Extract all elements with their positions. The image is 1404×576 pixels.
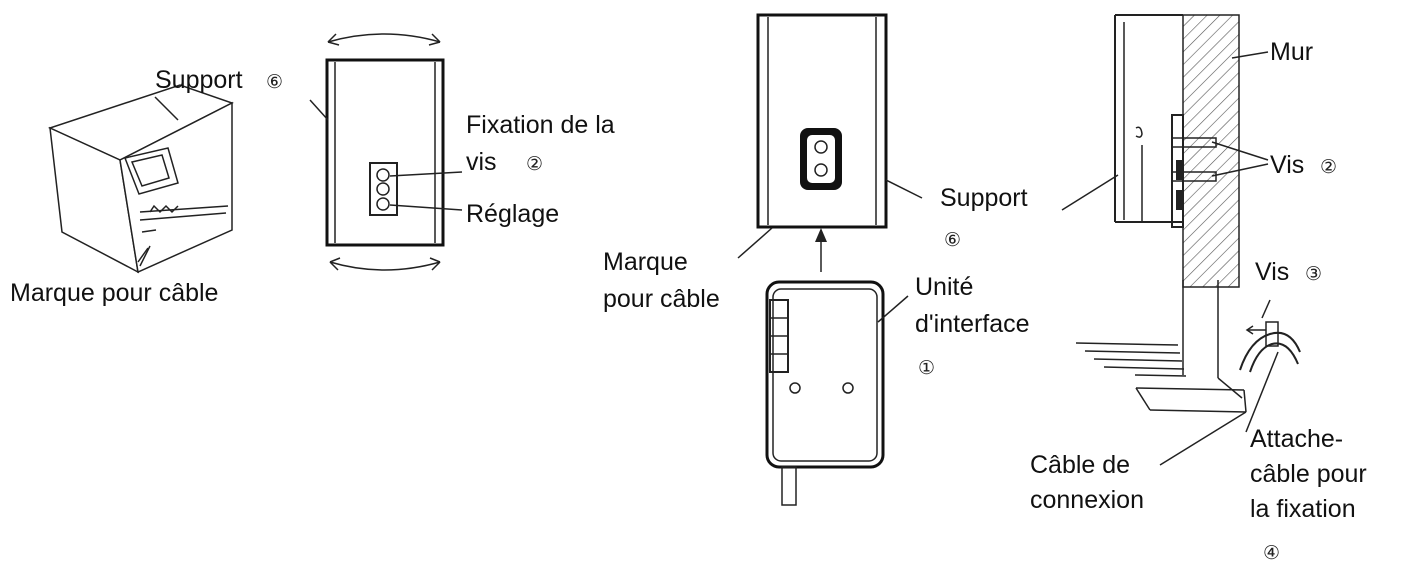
leader-support-fig2 (309, 99, 329, 121)
label-marque-left: Marque pour câble (10, 279, 218, 307)
cable-clamp-drawing (1075, 280, 1301, 413)
bracket-front-drawing (325, 33, 445, 271)
circled-6-center: ⑥ (944, 229, 961, 251)
leader-mur (1231, 51, 1269, 59)
label-fixation-line1: Fixation de la (466, 111, 615, 139)
bracket-perspective-drawing (47, 84, 234, 274)
circled-6-top: ⑥ (266, 71, 283, 93)
circled-2-fig2: ② (526, 153, 543, 175)
label-vis3: Vis (1255, 258, 1289, 286)
label-mur: Mur (1270, 38, 1313, 66)
label-support-top: Support (155, 66, 243, 94)
circled-2-fig4: ② (1320, 156, 1337, 178)
label-support-center: Support (940, 184, 1028, 212)
circled-1: ① (918, 357, 935, 379)
leader-support-fig4 (1061, 174, 1119, 211)
support-front-drawing (756, 13, 888, 229)
label-unite-line1: Unité (915, 273, 973, 301)
interface-unit-drawing (765, 228, 885, 506)
label-marque-center-line2: pour câble (603, 285, 720, 313)
leader-attache-cable (1245, 351, 1279, 433)
leader-cable-connexion (1159, 411, 1247, 466)
leader-fixation-vis (389, 171, 463, 177)
leader-marque-left (139, 245, 151, 267)
label-cable-line2: connexion (1030, 486, 1144, 514)
label-fixation-line2: vis (466, 148, 497, 176)
leader-support-center (885, 179, 923, 199)
label-attache-line1: Attache- (1250, 425, 1343, 453)
label-cable-line1: Câble de (1030, 451, 1130, 479)
leader-vis3 (1261, 299, 1271, 319)
leader-vis-lower (1211, 163, 1269, 177)
circled-4: ④ (1263, 542, 1280, 564)
label-attache-line2: câble pour (1250, 460, 1367, 488)
leader-marque-center (737, 227, 773, 259)
leader-support-top (154, 96, 179, 121)
wall-mount-side-drawing (1114, 14, 1240, 288)
leader-reglage (389, 204, 463, 211)
label-reglage: Réglage (466, 200, 559, 228)
label-vis: Vis (1270, 151, 1304, 179)
leader-unite (877, 295, 909, 323)
label-attache-line3: la fixation (1250, 495, 1356, 523)
label-unite-line2: d'interface (915, 310, 1030, 338)
label-marque-center-line1: Marque (603, 248, 688, 276)
leader-vis-upper (1211, 141, 1269, 161)
circled-3: ③ (1305, 263, 1322, 285)
